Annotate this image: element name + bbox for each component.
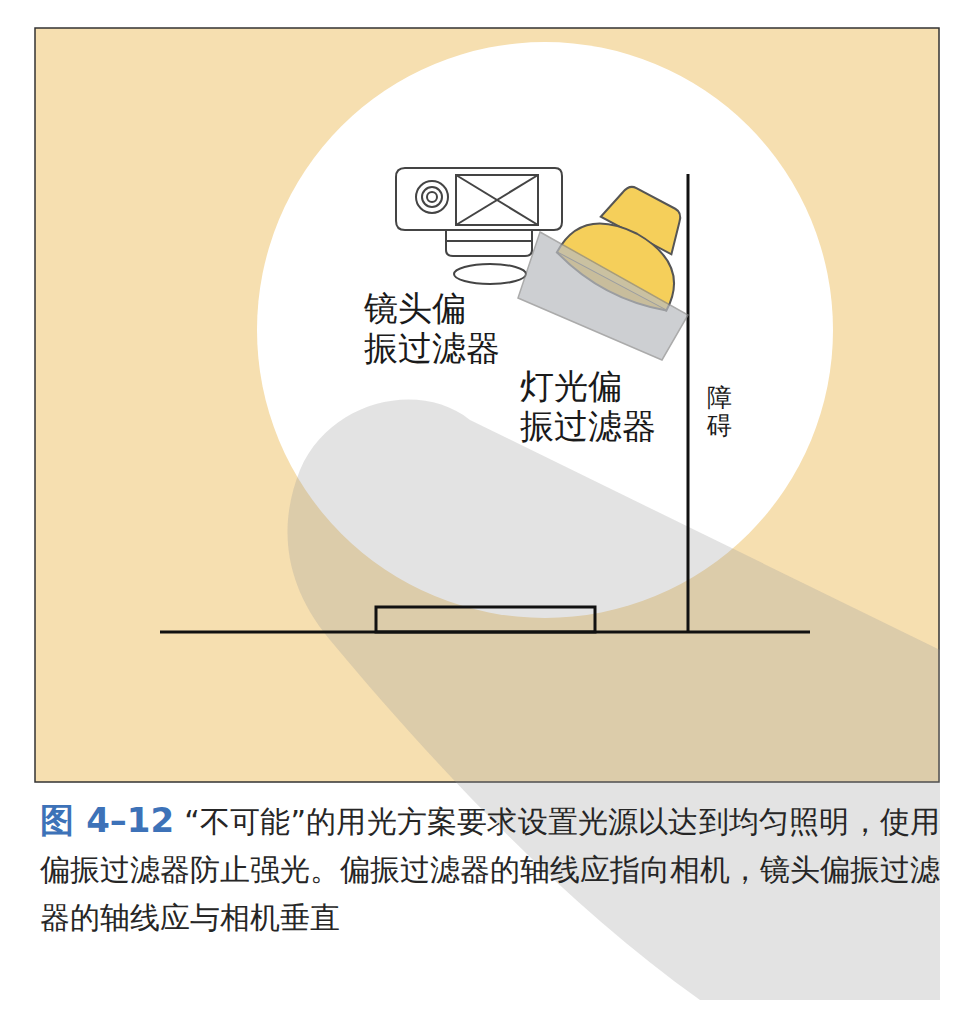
- barrier-label: 障碍: [707, 384, 732, 439]
- light-polarizer-sheet: [518, 232, 688, 360]
- barrier-line: [687, 174, 690, 632]
- lens-polarizer: [454, 264, 526, 284]
- subject-object: [376, 607, 595, 632]
- watermark-shape: [288, 400, 940, 1000]
- caption-block: 图 4–12“不可能”的用光方案要求设置光源以达到均匀照明，使用偏振过滤器防止强…: [40, 796, 940, 942]
- caption: “不可能”的用光方案要求设置光源以达到均匀照明，使用偏振过滤器防止强光。偏振过滤…: [40, 804, 940, 935]
- lens-polarizer-label: 镜头偏 振过滤器: [364, 288, 517, 368]
- light-polarizer-label: 灯光偏 振过滤器: [520, 366, 673, 446]
- figure-number: 图 4–12: [40, 800, 174, 840]
